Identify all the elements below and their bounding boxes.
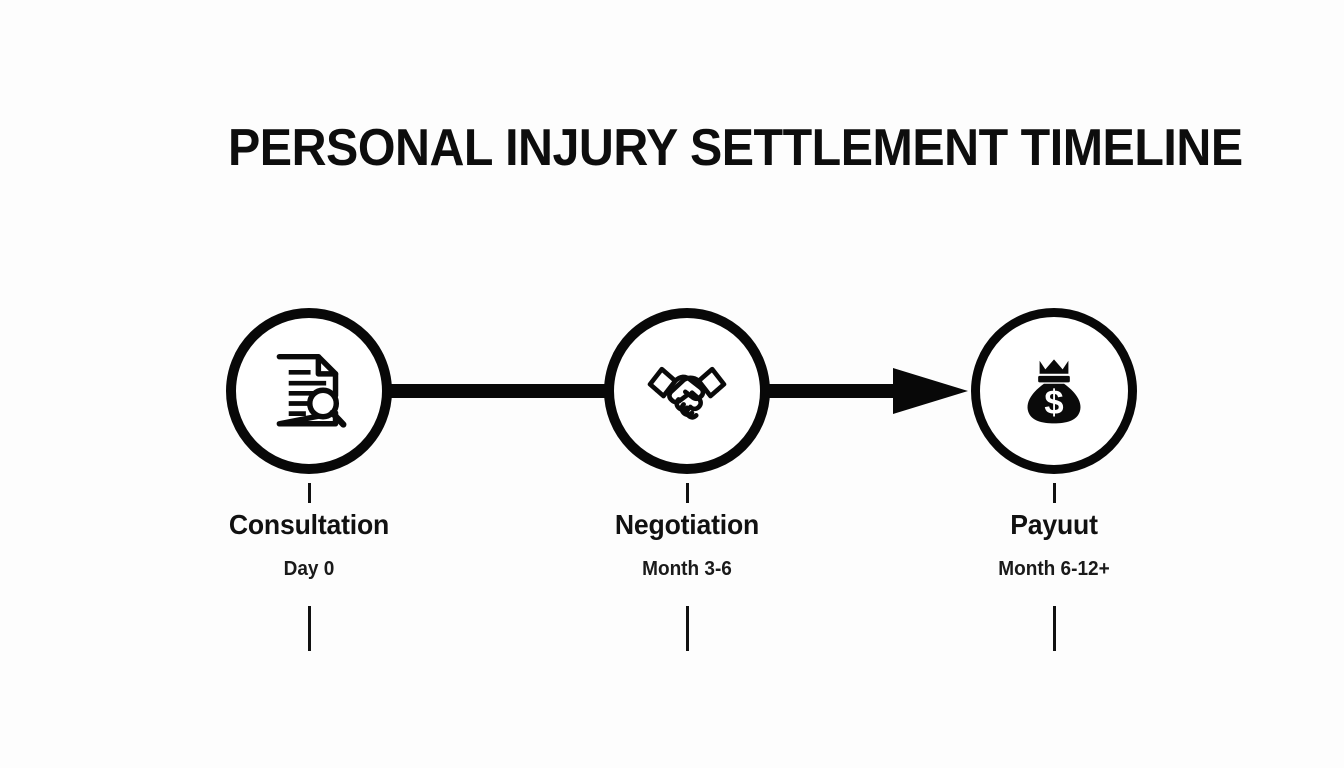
money-bag-icon: $ [1027,359,1081,424]
timeline-node-consultation[interactable] [226,308,392,474]
connector-negotiation-to-payout [756,384,896,398]
timeline-caption-consultation: Consultation Day 0 [149,508,469,581]
tick-mark-upper [1053,483,1056,503]
tick-mark-lower [308,606,311,651]
step-sublabel: Month 3-6 [642,558,732,580]
tick-mark-lower [1053,606,1056,651]
connector-consultation-to-negotiation [378,384,614,398]
timeline-caption-payout: Payuut Month 6-12+ [894,508,1214,581]
tick-mark-upper [308,483,311,503]
timeline-node-payout[interactable]: $ [971,308,1137,474]
step-label: Negotiation [614,509,760,540]
step-label: Consultation [228,509,390,540]
node-circle [226,308,392,474]
timeline-node-negotiation[interactable] [604,308,770,474]
node-circle: $ [971,308,1137,474]
document-search-icon [276,353,347,428]
step-sublabel: Month 6-12+ [998,558,1110,580]
tick-mark-lower [686,606,689,651]
node-circle [604,308,770,474]
step-label: Payuut [1010,509,1098,540]
handshake-icon [647,366,727,420]
svg-text:$: $ [1044,384,1063,422]
timeline-caption-negotiation: Negotiation Month 3-6 [527,508,847,581]
step-sublabel: Day 0 [283,558,335,580]
tick-mark-upper [686,483,689,503]
page-title: PERSONAL INJURY SETTLEMENT TIMELINE [228,119,1243,177]
arrowhead-icon [893,368,968,414]
